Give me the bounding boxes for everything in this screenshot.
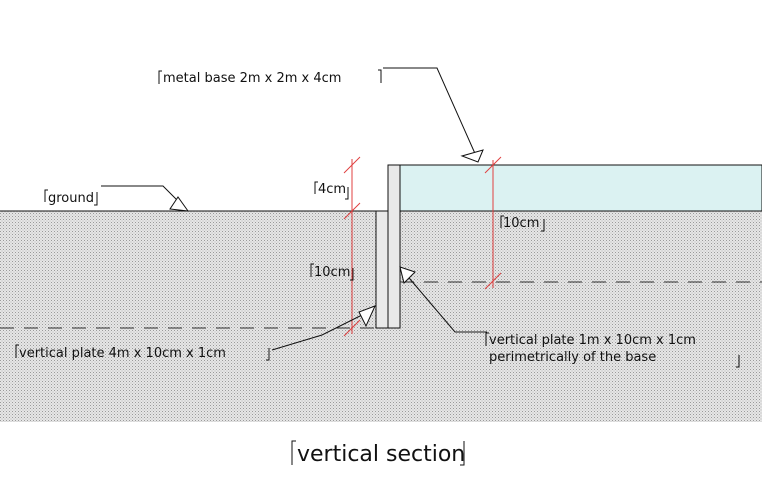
arrow-ground-icon bbox=[169, 196, 190, 212]
label-plate-1m-line2: perimetrically of the base bbox=[489, 350, 656, 365]
label-metal-base: metal base 2m x 2m x 4cm bbox=[163, 71, 341, 86]
leader-plate-4m bbox=[271, 309, 373, 351]
section-title: vertical section bbox=[297, 442, 465, 467]
vertical-plate-1m bbox=[387, 164, 401, 329]
label-dim-10cm-left: 10cm bbox=[314, 265, 350, 280]
leader-metal-base bbox=[383, 67, 478, 159]
label-dim-10cm-right: 10cm bbox=[503, 216, 539, 231]
leader-plate-1m bbox=[403, 271, 487, 333]
label-plate-1m-line1: vertical plate 1m x 10cm x 1cm bbox=[489, 333, 696, 348]
label-dim-4cm: 4cm bbox=[318, 182, 346, 197]
metal-base bbox=[387, 164, 762, 212]
arrow-metal-base-icon bbox=[460, 149, 484, 163]
dimension-right bbox=[484, 156, 502, 290]
arrow-plate-1m-icon bbox=[399, 266, 416, 284]
dimension-left bbox=[343, 156, 361, 337]
arrow-plate-4m-icon bbox=[358, 305, 376, 328]
label-plate-4m: vertical plate 4m x 10cm x 1cm bbox=[19, 346, 226, 361]
vertical-plate-4m bbox=[375, 210, 389, 329]
label-ground: ground bbox=[48, 191, 94, 206]
leader-ground bbox=[101, 185, 181, 204]
